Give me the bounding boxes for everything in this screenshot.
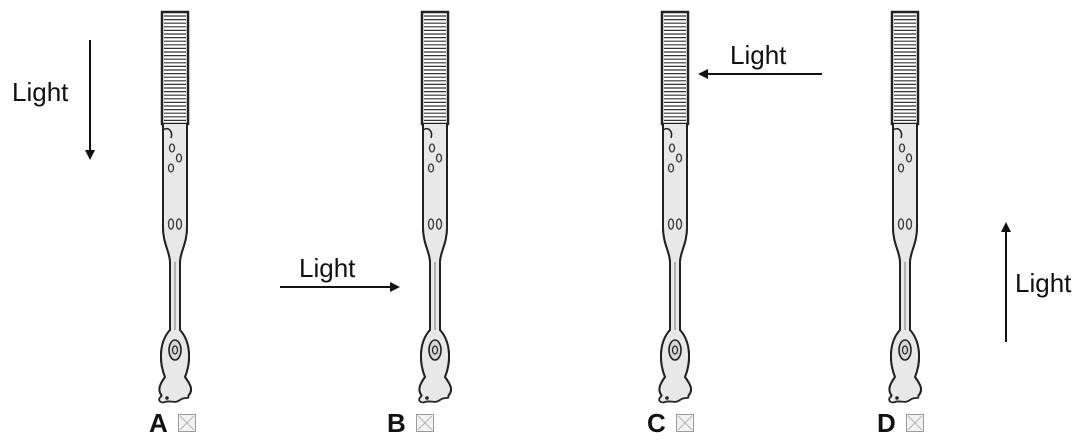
light-label-c: Light [730, 40, 786, 71]
option-c-checkbox[interactable] [676, 414, 694, 432]
option-a: A [149, 410, 196, 436]
light-label-a: Light [12, 77, 68, 108]
option-b-letter: B [387, 410, 406, 436]
light-label-d: Light [1015, 268, 1071, 299]
option-a-checkbox[interactable] [178, 414, 196, 432]
option-a-letter: A [149, 410, 168, 436]
option-d-letter: D [877, 410, 896, 436]
rod-cell-b [419, 12, 451, 402]
rod-cell-d [889, 12, 921, 402]
option-c-letter: C [647, 410, 666, 436]
light-label-b: Light [299, 253, 355, 284]
option-d: D [877, 410, 924, 436]
option-b: B [387, 410, 434, 436]
option-b-checkbox[interactable] [416, 414, 434, 432]
option-c: C [647, 410, 694, 436]
rod-cell-a [159, 12, 191, 402]
rod-cell-c [659, 12, 691, 402]
option-d-checkbox[interactable] [906, 414, 924, 432]
